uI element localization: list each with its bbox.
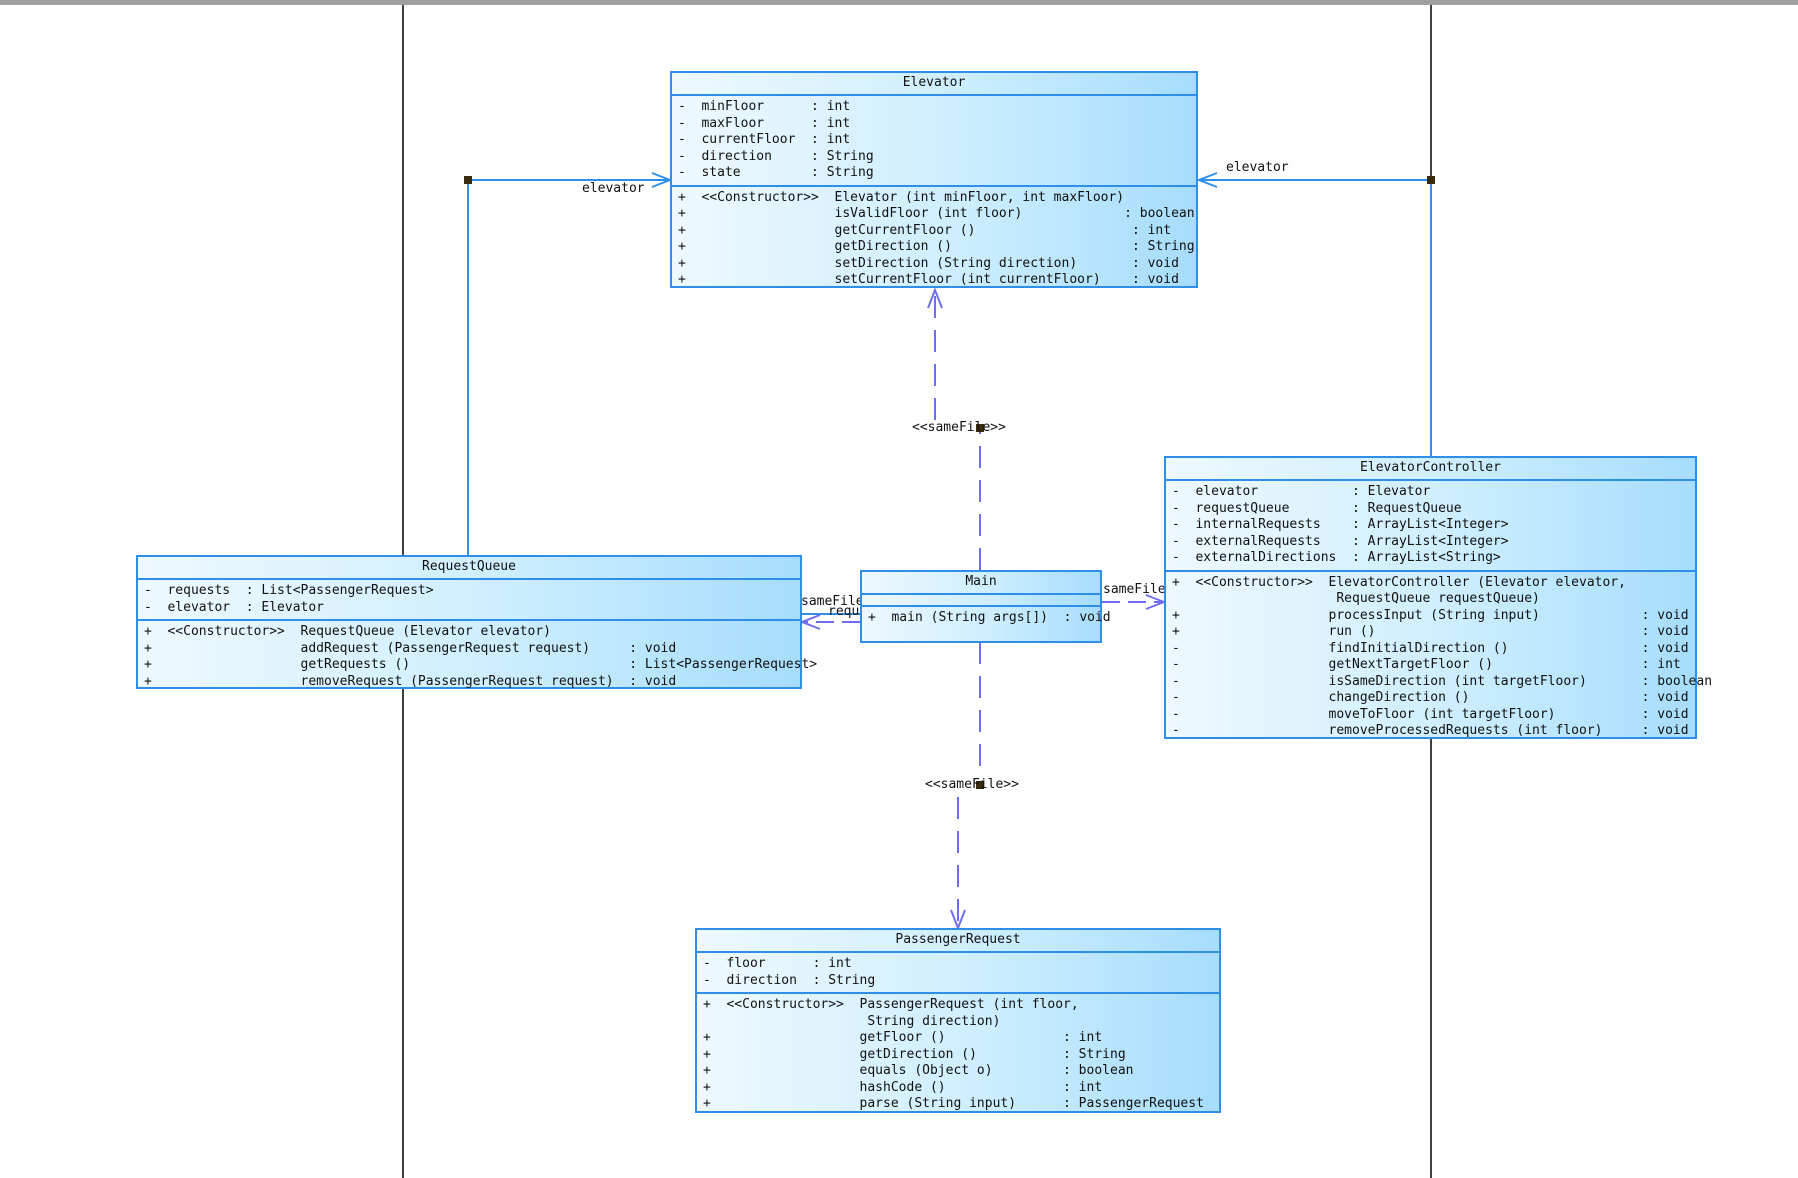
dependency-arrowhead-requestqueue — [799, 614, 821, 630]
association-controller-elevator[interactable] — [1199, 179, 1432, 456]
class-passengerrequest[interactable]: PassengerRequest - floor : int- directio… — [695, 928, 1221, 1113]
methods-section: + <<Constructor>> ElevatorController (El… — [1166, 572, 1713, 743]
label-samefile-passenger: <<sameFile>> — [925, 777, 1019, 792]
method-row: + getCurrentFloor () : int — [678, 222, 1172, 238]
method-row: - moveToFloor (int targetFloor) : void — [1172, 706, 1689, 722]
dependency-arrowhead-elevator — [927, 287, 943, 309]
method-row: + getDirection () : String — [678, 239, 1195, 254]
handle-sameFile-bottom[interactable] — [976, 781, 984, 789]
method-row: + getRequests () : List<PassengerRequest… — [144, 657, 818, 672]
association-requestqueue-elevator[interactable] — [467, 179, 670, 556]
attribute-row: - direction : String — [678, 148, 874, 164]
method-row: + <<Constructor>> ElevatorController (El… — [1172, 574, 1626, 590]
class-requestqueue[interactable]: RequestQueue - requests : List<Passenger… — [136, 555, 817, 689]
attribute-row: - floor : int — [703, 956, 852, 971]
attributes-section: - floor : int- direction : String — [697, 953, 1219, 994]
dependency-main-passenger[interactable] — [957, 642, 981, 928]
class-name: Main — [862, 572, 1100, 595]
handle-ec-association[interactable] — [1427, 176, 1435, 184]
attribute-row: - externalDirections : ArrayList<String> — [1172, 550, 1501, 565]
label-samefile-controller: sameFile — [1103, 582, 1166, 597]
method-row: + equals (Object o) : boolean — [703, 1063, 1134, 1078]
class-name: RequestQueue — [138, 557, 800, 580]
dependency-main-elevator[interactable] — [934, 290, 981, 570]
attributes-section — [862, 595, 1100, 607]
association-arrowhead-ec — [1196, 172, 1218, 188]
attribute-row: - requestQueue : RequestQueue — [1172, 500, 1462, 516]
method-row: + main (String args[]) : void — [868, 610, 1111, 625]
method-row: - removeProcessedRequests (int floor) : … — [1172, 723, 1689, 738]
method-row: + parse (String input) : PassengerReques… — [703, 1096, 1204, 1111]
class-name: Elevator — [672, 73, 1196, 96]
attribute-row: - currentFloor : int — [678, 132, 851, 147]
attribute-row: - externalRequests : ArrayList<Integer> — [1172, 533, 1509, 549]
handle-rq-association[interactable] — [464, 176, 472, 184]
attributes-section: - requests : List<PassengerRequest>- ele… — [138, 580, 800, 621]
methods-section: + <<Constructor>> RequestQueue (Elevator… — [138, 621, 818, 693]
attributes-section: - minFloor : int- maxFloor : int- curren… — [672, 96, 1196, 187]
window-top-bar — [0, 0, 1798, 5]
method-row: + removeRequest (PassengerRequest reques… — [144, 673, 677, 689]
attribute-row: - minFloor : int — [678, 99, 851, 114]
method-row: + setCurrentFloor (int currentFloor) : v… — [678, 272, 1179, 287]
method-row: + <<Constructor>> Elevator (int minFloor… — [678, 189, 1125, 205]
method-row: RequestQueue requestQueue) — [1172, 591, 1540, 606]
method-row: + processInput (String input) : void — [1172, 607, 1689, 623]
class-main[interactable]: Main + main (String args[]) : void — [860, 570, 1111, 643]
class-name: ElevatorController — [1166, 458, 1695, 481]
method-row: + getDirection () : String — [703, 1046, 1126, 1062]
label-samefile-requestqueue: sameFile — [801, 594, 864, 609]
label-ec-elevator: elevator — [1226, 160, 1289, 175]
method-row: - isSameDirection (int targetFloor) : bo… — [1172, 673, 1713, 689]
attribute-row: - elevator : Elevator — [144, 599, 325, 615]
attribute-row: - direction : String — [703, 972, 876, 988]
method-row: + <<Constructor>> RequestQueue (Elevator… — [144, 624, 551, 639]
label-rq-elevator: elevator — [582, 181, 645, 196]
attribute-row: - state : String — [678, 165, 874, 180]
method-row: + run () : void — [1172, 624, 1689, 639]
method-row: - findInitialDirection () : void — [1172, 640, 1689, 656]
method-row: + <<Constructor>> PassengerRequest (int … — [703, 997, 1079, 1012]
methods-section: + <<Constructor>> PassengerRequest (int … — [697, 994, 1219, 1116]
methods-section: + <<Constructor>> Elevator (int minFloor… — [672, 187, 1196, 292]
class-elevator[interactable]: Elevator - minFloor : int- maxFloor : in… — [670, 71, 1198, 288]
method-row: + addRequest (PassengerRequest request) … — [144, 640, 677, 656]
method-row: + isValidFloor (int floor) : boolean — [678, 206, 1195, 221]
method-row: - changeDirection () : void — [1172, 690, 1689, 705]
handle-sameFile-top[interactable] — [976, 424, 984, 432]
method-row: - getNextTargetFloor () : int — [1172, 657, 1681, 672]
attribute-row: - internalRequests : ArrayList<Integer> — [1172, 517, 1509, 532]
attribute-row: - requests : List<PassengerRequest> — [144, 583, 434, 598]
method-row: + hashCode () : int — [703, 1079, 1103, 1095]
class-elevatorcontroller[interactable]: ElevatorController - elevator : Elevator… — [1164, 456, 1712, 739]
label-samefile-elevator: <<sameFile>> — [912, 420, 1006, 435]
attribute-row: - maxFloor : int — [678, 115, 851, 131]
method-row: + getFloor () : int — [703, 1030, 1103, 1045]
methods-section: + main (String args[]) : void — [862, 607, 1111, 630]
class-name: PassengerRequest — [697, 930, 1219, 953]
method-row: String direction) — [703, 1013, 1001, 1029]
label-requ-requestqueue: requ — [828, 604, 860, 619]
attribute-row: - elevator : Elevator — [1172, 484, 1431, 499]
method-row: + setDirection (String direction) : void — [678, 255, 1179, 271]
attributes-section: - elevator : Elevator- requestQueue : Re… — [1166, 481, 1695, 572]
